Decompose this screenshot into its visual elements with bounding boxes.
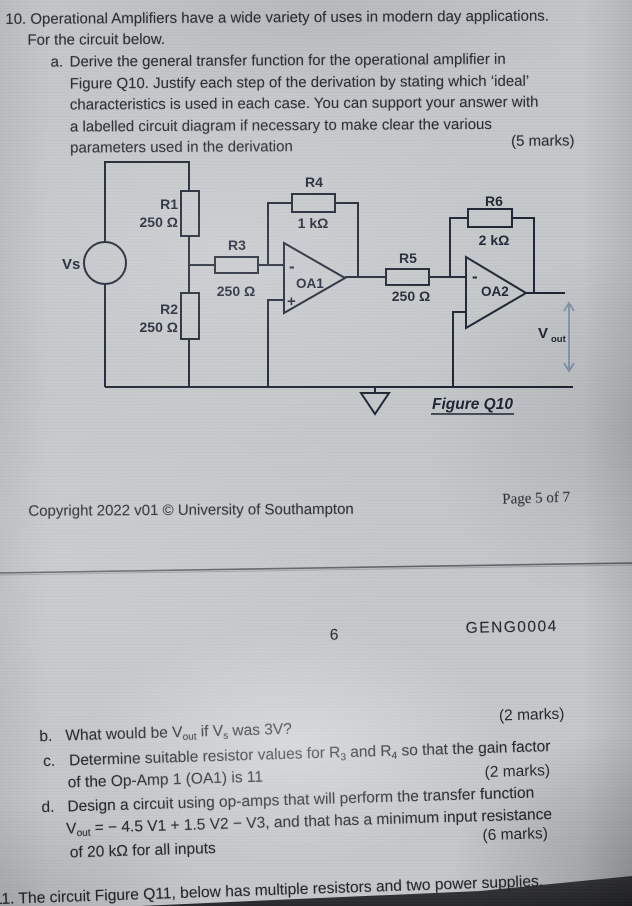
label-vout-subscript: out: [551, 334, 567, 345]
label-r4-value: 1 kΩ: [298, 215, 329, 231]
label-oa2: OA2: [481, 284, 509, 299]
ground-icon: [359, 392, 391, 416]
label-r6-value: 2 kΩ: [479, 232, 510, 248]
label-r2: R2: [160, 301, 178, 317]
figure-caption: Figure Q10: [432, 396, 513, 413]
label-r5: R5: [399, 250, 417, 266]
label-r6: R6: [485, 193, 503, 209]
page-separator: [0, 562, 632, 576]
opamp-oa2-triangle: [465, 255, 528, 330]
circuit-diagram-figure-q10: Vs R1 250 Ω R2 250 Ω R3 250 Ω R4 1 kΩ R5…: [62, 161, 575, 416]
vout-arrow-icon: [563, 301, 575, 373]
label-r3-value: 250 Ω: [217, 283, 255, 299]
label-r1-value: 250 Ω: [140, 214, 178, 230]
oa1-noninverting-input-sign: +: [287, 293, 296, 310]
label-r2-value: 250 Ω: [140, 319, 178, 335]
oa2-inverting-input-sign: -: [472, 267, 478, 286]
label-vout: V: [538, 325, 548, 342]
label-r3: R3: [228, 237, 246, 253]
label-vs: Vs: [62, 256, 80, 273]
oa1-inverting-input-sign: -: [289, 257, 295, 276]
label-r1: R1: [160, 196, 178, 212]
label-oa1: OA1: [296, 276, 324, 291]
opamp-oa1-triangle: [283, 241, 348, 315]
label-r5-value: 250 Ω: [392, 288, 430, 304]
circuit-wires: [83, 161, 573, 416]
label-r4: R4: [305, 174, 323, 190]
